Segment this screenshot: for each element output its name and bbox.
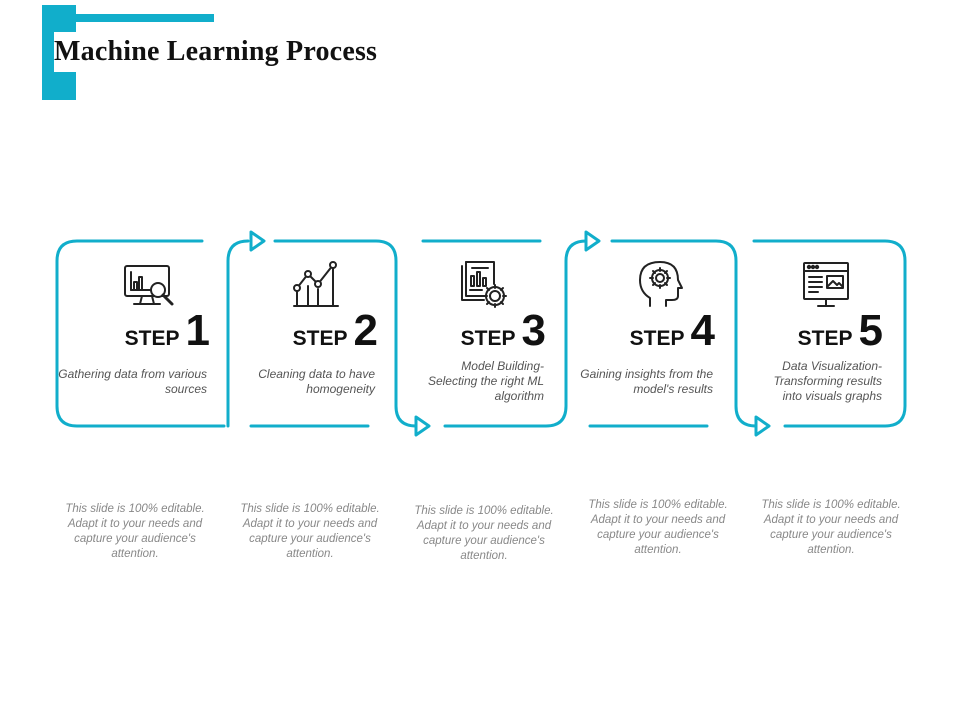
connector-segment bbox=[55, 239, 226, 428]
connector-segment bbox=[584, 230, 601, 252]
browser-window-icon bbox=[798, 258, 854, 314]
connector-segment bbox=[754, 415, 771, 437]
step-1-note: This slide is 100% editable. Adapt it to… bbox=[65, 503, 205, 560]
step-2-description: Cleaning data to have homogeneity bbox=[258, 367, 375, 396]
connector-segment bbox=[414, 415, 431, 437]
connector-segment bbox=[610, 239, 758, 428]
step-2-note: This slide is 100% editable. Adapt it to… bbox=[240, 503, 380, 560]
title-background bbox=[54, 32, 454, 72]
page-title: Machine Learning Process bbox=[54, 36, 378, 67]
step-5-note: This slide is 100% editable. Adapt it to… bbox=[761, 499, 901, 556]
connector-segment bbox=[752, 239, 907, 428]
step-1-description: Gathering data from various sources bbox=[58, 367, 207, 396]
accent-bar-horizontal bbox=[76, 14, 214, 22]
monitor-chart-search-icon bbox=[120, 260, 176, 316]
step-5-description: Data Visualization- Transforming results… bbox=[773, 359, 882, 403]
line-graph-icon bbox=[288, 258, 344, 314]
step-3-description: Model Building- Selecting the right ML a… bbox=[427, 359, 544, 403]
step-4-description: Gaining insights from the model's result… bbox=[580, 367, 713, 396]
report-gear-icon bbox=[456, 256, 512, 312]
step-3-note: This slide is 100% editable. Adapt it to… bbox=[414, 505, 554, 562]
connector-segment bbox=[443, 239, 588, 428]
step-4-note: This slide is 100% editable. Adapt it to… bbox=[588, 499, 728, 556]
connector-segment bbox=[273, 239, 418, 428]
connector-segment bbox=[249, 230, 266, 252]
connector-segment bbox=[226, 239, 250, 428]
head-gear-icon bbox=[632, 256, 688, 312]
